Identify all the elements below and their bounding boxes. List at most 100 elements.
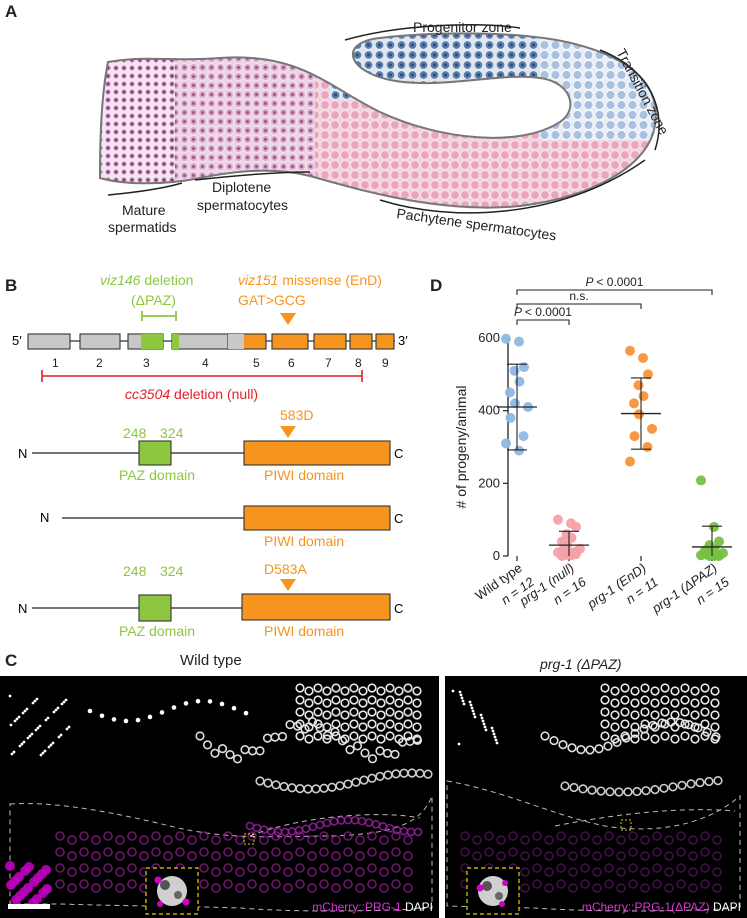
exon-6 [271, 333, 309, 350]
comparison-bracket [516, 289, 713, 295]
exon-number-5: 5 [253, 356, 260, 370]
data-point [518, 431, 529, 442]
data-point [696, 550, 706, 561]
protein1-n: N [18, 446, 27, 461]
exon-number-8: 8 [355, 356, 362, 370]
dpaz-channel-legend: mCherry::PRG-1(ΔPAZ) DAPI [581, 900, 741, 914]
y-tick-label: 400 [478, 403, 500, 418]
exon-number-2: 2 [96, 356, 103, 370]
comparison-label: P < 0.0001 [586, 275, 644, 289]
data-point [709, 551, 720, 561]
exon-number-1: 1 [52, 356, 59, 370]
data-point [714, 536, 724, 547]
data-point [557, 551, 567, 561]
exon-4 [171, 333, 238, 350]
data-point [638, 391, 649, 402]
data-point [514, 336, 524, 347]
exon-number-3: 3 [143, 356, 150, 370]
data-point [638, 352, 648, 363]
exon-2 [79, 333, 121, 350]
exon-number-4: 4 [202, 356, 209, 370]
data-point [571, 521, 581, 532]
protein1-c: C [394, 446, 403, 461]
protein1-piwi-label: PIWI domain [264, 467, 344, 483]
spermatids-label: spermatids [108, 219, 176, 235]
data-point [505, 387, 515, 398]
y-tick-label: 0 [493, 548, 500, 563]
data-point [519, 362, 529, 373]
data-point [501, 333, 511, 344]
comparison-bracket [516, 319, 570, 325]
viz151-sub: GAT>GCG [238, 292, 306, 308]
viz146-label: viz146 deletion [100, 272, 193, 288]
viz151-label: viz151 missense (EnD) [238, 272, 382, 288]
prime3-label: 3′ [398, 333, 408, 348]
panel-label-d: D [430, 276, 443, 295]
data-point [514, 445, 524, 456]
data-point [566, 550, 577, 561]
wild-type-micrograph: mCherry::PRG-1 DAPI [0, 676, 439, 918]
protein2-n: N [40, 510, 49, 525]
dpaz-micrograph: mCherry::PRG-1(ΔPAZ) DAPI [445, 676, 747, 918]
prime5-label: 5′ [12, 333, 22, 348]
data-point [629, 398, 639, 409]
protein3-paz-domain [138, 594, 172, 622]
data-point [509, 365, 520, 376]
protein2-piwi-label: PIWI domain [264, 533, 344, 549]
exon-7 [313, 333, 347, 350]
comparison-bracket [516, 303, 642, 309]
viz151-arrow [280, 313, 296, 325]
protein3-mark: D583A [264, 561, 307, 577]
protein3-n: N [18, 601, 27, 616]
gene-and-protein-diagram: viz146 deletion (ΔPAZ) viz151 missense (… [12, 272, 408, 639]
protein3-paz-label: PAZ domain [119, 623, 195, 639]
protein2-c: C [394, 511, 403, 526]
data-point [642, 442, 653, 452]
y-tick-label: 600 [478, 330, 500, 345]
protein1-piwi-domain [243, 440, 391, 466]
data-point [501, 438, 511, 449]
data-point [696, 475, 706, 486]
cc3504-deletion-bar [41, 370, 363, 382]
cc3504-label: cc3504 deletion (null) [125, 386, 258, 402]
protein3-pos2: 324 [160, 563, 184, 579]
data-point [625, 345, 635, 356]
progenitor-zone-label: Progenitor zone [413, 19, 512, 35]
dpaz-title: prg-1 (ΔPAZ) [540, 656, 622, 672]
data-point [629, 431, 640, 442]
y-axis-label: # of progeny/animal [453, 386, 469, 509]
panel-label-a: A [5, 2, 18, 21]
y-tick-label: 200 [478, 475, 500, 490]
comparison-label: P < 0.0001 [514, 305, 572, 319]
protein2-piwi-domain [243, 505, 391, 531]
data-point [643, 369, 653, 380]
data-point [514, 376, 525, 387]
data-point [505, 412, 516, 423]
comparison-label: n.s. [569, 289, 588, 303]
panel-label-b: B [5, 276, 18, 295]
data-point [634, 409, 644, 420]
germline-schematic: Progenitor zone Transition zone Mature s… [99, 19, 672, 243]
protein1-pos1: 248 [123, 425, 147, 441]
pachytene-label: Pachytene spermatocytes [396, 205, 558, 243]
exon-number-6: 6 [288, 356, 295, 370]
wt-channel-legend: mCherry::PRG-1 DAPI [312, 900, 433, 914]
exon-number-7: 7 [325, 356, 332, 370]
protein3-piwi-label: PIWI domain [264, 623, 344, 639]
protein1-paz-label: PAZ domain [119, 467, 195, 483]
data-point [647, 423, 657, 434]
protein3-c: C [394, 601, 403, 616]
data-point [625, 456, 635, 467]
diplotene-label: Diplotene [212, 179, 271, 195]
wild-type-title: Wild type [180, 652, 242, 669]
data-point [553, 514, 563, 525]
protein1-pos2: 324 [160, 425, 184, 441]
protein1-paz-domain [138, 440, 172, 466]
spermatocytes-label: spermatocytes [197, 197, 288, 213]
mature-label: Mature [122, 202, 166, 218]
viz146-sub: (ΔPAZ) [131, 292, 176, 308]
exon-9 [375, 333, 395, 350]
data-point [633, 380, 644, 391]
exon-8 [349, 333, 373, 350]
